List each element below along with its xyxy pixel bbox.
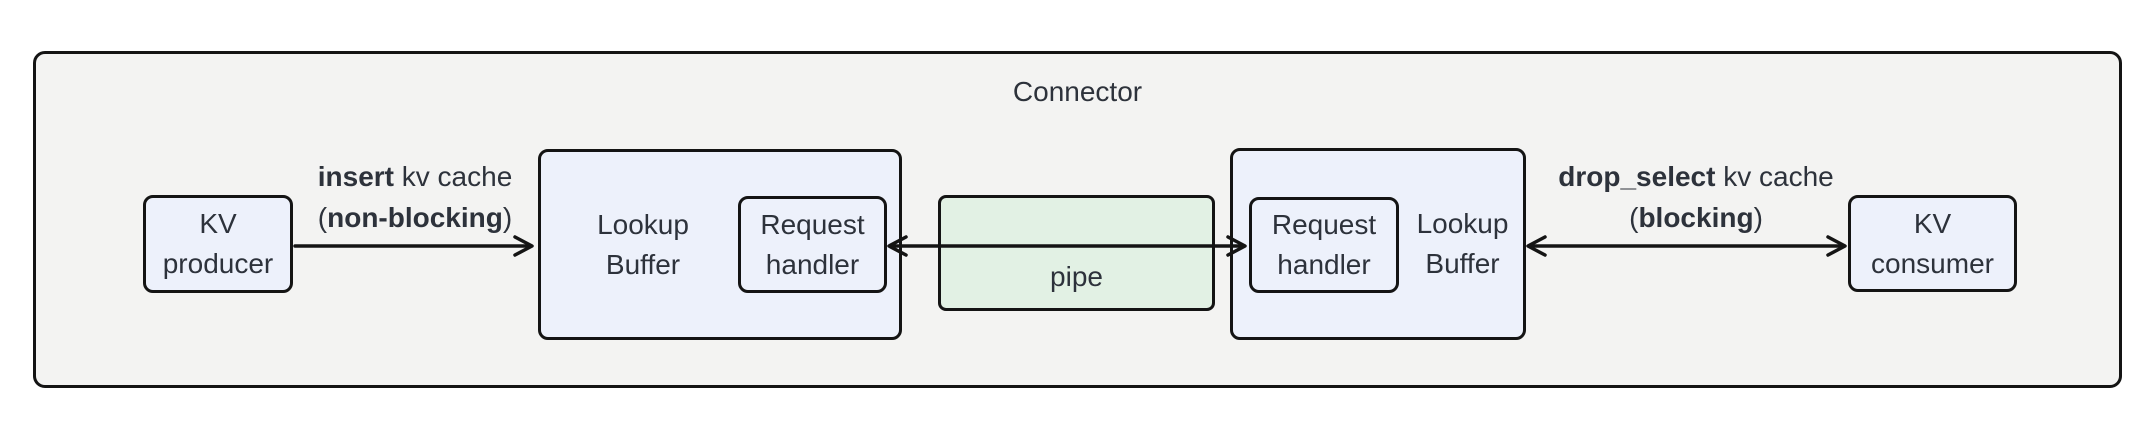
node-kv-consumer-line2: consumer xyxy=(1871,247,1994,279)
lookup-buffer-right-line2: Buffer xyxy=(1425,248,1500,279)
request-handler-right-line1: Request xyxy=(1271,209,1377,240)
node-kv-consumer-line1: KV xyxy=(1913,207,1952,239)
edge-label-drop-line1: drop_select kv cache xyxy=(1558,161,1834,192)
request-handler-right-line2: handler xyxy=(1277,249,1371,280)
node-request-handler-left: Request handler xyxy=(738,196,887,293)
connector-title: Connector xyxy=(1012,76,1143,107)
request-handler-left-line1: Request xyxy=(760,208,865,240)
node-request-handler-right: Request handler xyxy=(1249,197,1399,293)
node-lookup-buffer-right-label: Lookup Buffer xyxy=(1399,148,1526,340)
arrow-insert xyxy=(293,235,534,257)
node-lookup-buffer-left-label: Lookup Buffer xyxy=(548,149,738,340)
arrow-pipe-bidirectional xyxy=(887,235,1247,257)
node-kv-consumer: KV consumer xyxy=(1848,195,2017,292)
request-handler-left-line2: handler xyxy=(765,248,860,280)
lookup-buffer-right-line1: Lookup xyxy=(1416,208,1509,239)
edge-label-insert: insert kv cache (non-blocking) xyxy=(285,156,545,238)
node-kv-producer-line1: KV xyxy=(199,208,237,239)
node-pipe xyxy=(938,195,1215,311)
lookup-buffer-left-line2: Buffer xyxy=(605,248,681,280)
edge-label-drop-line2: (blocking) xyxy=(1629,202,1763,233)
node-pipe-label: pipe xyxy=(1050,261,1103,292)
arrow-drop-select-bidirectional xyxy=(1526,235,1847,257)
lookup-buffer-left-line1: Lookup xyxy=(597,208,689,240)
edge-label-insert-line1: insert kv cache xyxy=(317,161,513,192)
edge-label-insert-line2: (non-blocking) xyxy=(317,202,513,233)
edge-label-drop-select: drop_select kv cache (blocking) xyxy=(1540,156,1852,238)
node-kv-producer-line2: producer xyxy=(162,248,274,279)
node-kv-producer: KV producer xyxy=(143,195,293,293)
